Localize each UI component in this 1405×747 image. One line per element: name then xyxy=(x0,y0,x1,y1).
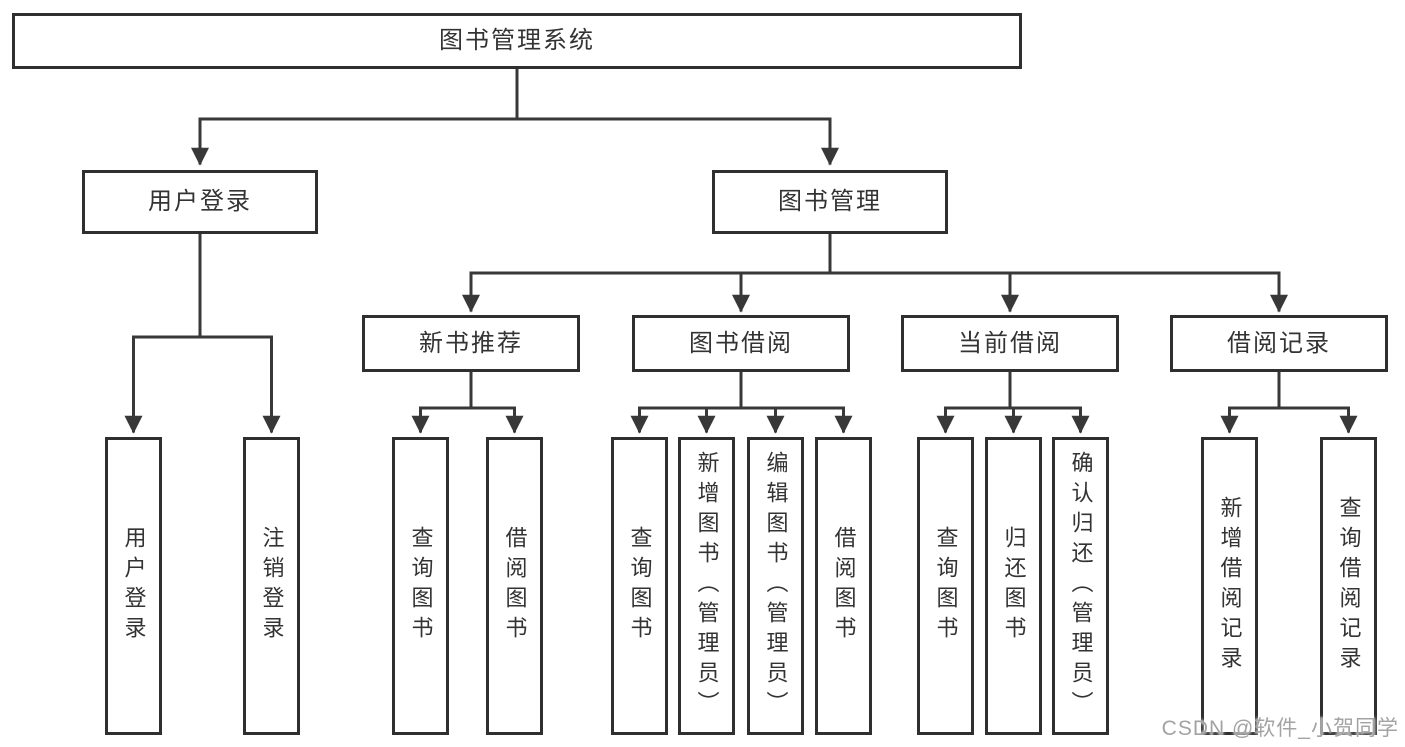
node-leaf-return-book: 归还图书 xyxy=(985,437,1042,735)
connector-new-book-children xyxy=(411,370,524,434)
connector-user-login-children xyxy=(124,232,281,434)
connector-root-to-level2 xyxy=(191,67,839,166)
node-leaf-add-book-admin: 新增图书（管理员） xyxy=(678,437,735,735)
node-leaf-query-borrow-record: 查询借阅记录 xyxy=(1320,437,1377,735)
node-new-book-recommend: 新书推荐 xyxy=(362,315,580,372)
node-leaf-borrow-books-recommend: 借阅图书 xyxy=(486,437,543,735)
node-book-borrow: 图书借阅 xyxy=(632,315,850,372)
connector-book-management-children xyxy=(462,232,1288,313)
connector-current-borrow-children xyxy=(936,370,1090,434)
node-leaf-edit-book-admin: 编辑图书（管理员） xyxy=(747,437,804,735)
connector-borrow-records-children xyxy=(1220,370,1358,434)
node-leaf-confirm-return-admin: 确认归还（管理员） xyxy=(1052,437,1109,735)
connector-book-borrow-children xyxy=(630,370,853,434)
node-borrow-records: 借阅记录 xyxy=(1170,315,1388,372)
node-leaf-query-books-borrow: 查询图书 xyxy=(611,437,668,735)
node-leaf-query-books-current: 查询图书 xyxy=(917,437,974,735)
node-leaf-user-login: 用户登录 xyxy=(105,437,162,735)
csdn-watermark: CSDN @软件_小贺同学 xyxy=(1161,717,1399,740)
node-leaf-borrow-books: 借阅图书 xyxy=(815,437,872,735)
node-book-management: 图书管理 xyxy=(712,170,948,234)
node-leaf-logout: 注销登录 xyxy=(243,437,300,735)
node-current-borrow: 当前借阅 xyxy=(901,315,1119,372)
node-leaf-add-borrow-record: 新增借阅记录 xyxy=(1201,437,1258,735)
node-leaf-query-books-recommend: 查询图书 xyxy=(392,437,449,735)
node-user-login: 用户登录 xyxy=(82,170,318,234)
node-library-management-system: 图书管理系统 xyxy=(12,13,1022,69)
